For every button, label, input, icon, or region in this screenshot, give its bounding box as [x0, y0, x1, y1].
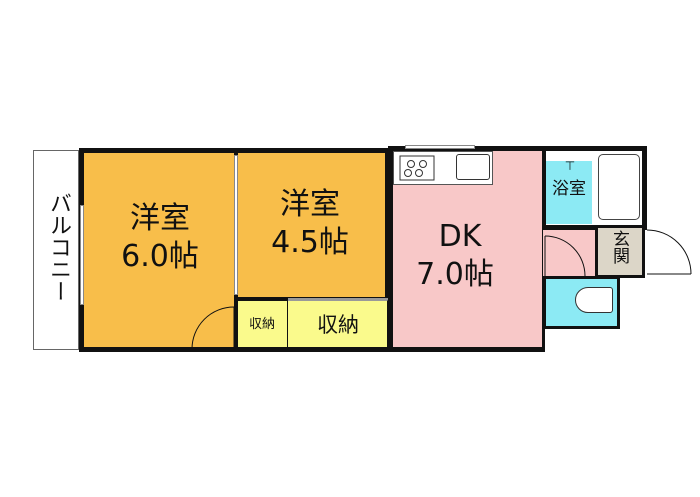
entrance-label: 玄関 — [609, 230, 629, 264]
entry-door-swing — [646, 229, 692, 275]
balcony-label: バルコニー — [46, 192, 71, 302]
room-size: 6.0帖 — [121, 239, 199, 274]
storage-label: 収納 — [248, 317, 275, 332]
room-name: 洋室 — [280, 187, 340, 222]
bathtub-icon — [598, 154, 640, 220]
door-swing — [191, 306, 235, 350]
door-swing — [544, 235, 586, 277]
room-size: 4.5帖 — [271, 225, 349, 260]
faucet-icon: ⊤ — [564, 159, 576, 173]
toilet-icon — [575, 287, 613, 313]
sliding-door — [234, 155, 238, 295]
room-name: DK — [438, 219, 482, 254]
room-name: 洋室 — [130, 201, 190, 236]
stove-icon — [399, 155, 435, 181]
window — [80, 205, 84, 305]
window — [405, 145, 475, 149]
entrance — [595, 228, 645, 278]
storage-label: 収納 — [317, 313, 359, 337]
bath-label: 浴室 — [552, 179, 586, 199]
western-room-4-5 — [235, 148, 390, 300]
sink-icon — [456, 154, 490, 180]
room-size: 7.0帖 — [416, 257, 494, 292]
washing-area — [546, 161, 592, 224]
balcony — [33, 150, 79, 350]
